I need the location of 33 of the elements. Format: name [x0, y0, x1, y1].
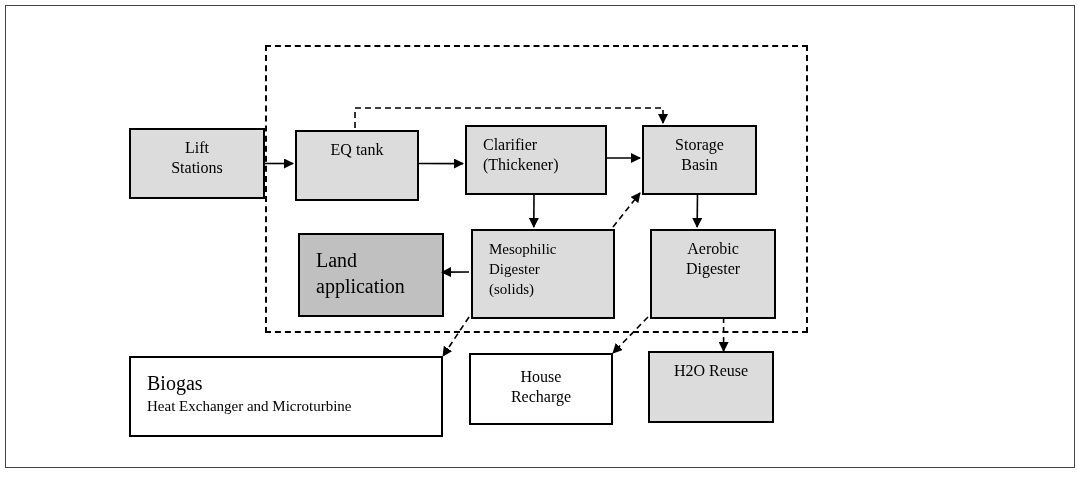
- arrow: [354, 107, 668, 129]
- box-label: Land application: [316, 248, 406, 299]
- process-box: [129, 128, 265, 199]
- box-label: Clarifier (Thickener): [483, 135, 560, 175]
- box-label: House Recharge: [509, 367, 573, 407]
- box-label: Aerobic Digester: [684, 239, 742, 279]
- process-box: [298, 233, 444, 317]
- process-box: [465, 125, 607, 195]
- arrow: [416, 158, 464, 169]
- arrow: [612, 316, 649, 354]
- arrow: [612, 192, 641, 228]
- arrow: [604, 153, 641, 163]
- arrow: [528, 192, 539, 228]
- process-box: [642, 125, 757, 195]
- arrow: [442, 316, 470, 357]
- box-label: EQ tank: [329, 140, 385, 160]
- box-label: Heat Exchanger and Microturbine: [147, 397, 353, 416]
- process-box: [295, 130, 419, 201]
- arrow: [441, 267, 470, 278]
- arrow: [692, 192, 703, 228]
- box-label: H2O Reuse: [672, 361, 750, 381]
- process-box: [469, 353, 613, 425]
- boundary-box: [265, 45, 808, 333]
- process-box: [650, 229, 776, 319]
- box-label: Biogas: [147, 371, 204, 396]
- process-box: [648, 351, 774, 423]
- box-label: Lift Stations: [171, 138, 223, 178]
- process-box: [129, 356, 443, 437]
- box-label: Mesophilic Digester (solids): [489, 240, 558, 299]
- arrow: [264, 158, 294, 169]
- process-box: [471, 229, 615, 319]
- arrow: [718, 316, 729, 352]
- box-label: Storage Basin: [674, 135, 725, 175]
